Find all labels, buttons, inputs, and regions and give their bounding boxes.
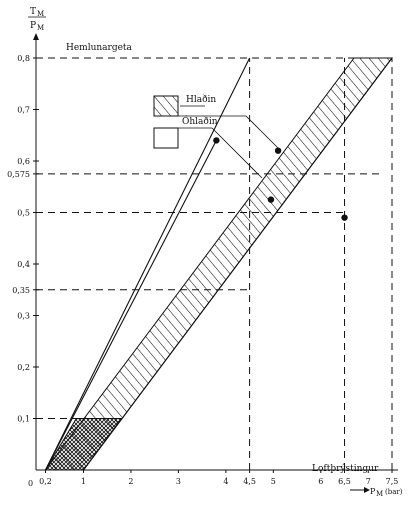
x-tick-label: 4 xyxy=(223,477,228,486)
origin-label: 0 xyxy=(28,479,33,488)
x-tick-label: 3 xyxy=(176,477,181,486)
y-tick-label: 0,7 xyxy=(17,106,30,115)
legend: Hlaðin Óhlaðin xyxy=(153,94,279,179)
legend-label-unloaded: Óhlaðin xyxy=(182,115,218,127)
brake-limit-label: Hemlunargeta xyxy=(66,43,133,53)
legend-leader-unloaded xyxy=(178,127,263,179)
x-tick-label: 2 xyxy=(128,477,133,486)
air-pressure-label: Loftþrýstingur xyxy=(312,463,379,474)
point-layer xyxy=(213,137,348,221)
x-tick-label: 7,5 xyxy=(386,477,399,486)
data-point-3 xyxy=(341,214,348,221)
x-tick-label: 6 xyxy=(318,477,323,486)
x-tick-label: 4,5 xyxy=(243,477,256,486)
legend-swatch-loaded xyxy=(153,95,179,117)
y-tick-label: 0,5 xyxy=(17,209,30,218)
series-line-1 xyxy=(83,57,393,471)
x-tick-label: 0,2 xyxy=(39,477,52,486)
y-label-top: T xyxy=(30,7,36,17)
y-tick-label: 0,35 xyxy=(12,286,30,295)
legend-swatch-unloaded xyxy=(153,127,179,149)
series-line-0 xyxy=(45,57,251,471)
y-label-top-sub: M xyxy=(37,10,44,18)
y-axis-arrow-icon xyxy=(33,33,39,40)
y-tick-label: 0,4 xyxy=(17,260,30,269)
y-tick-label: 0,3 xyxy=(17,312,30,321)
x-label-arrow-icon xyxy=(364,487,370,493)
y-tick-label: 0,1 xyxy=(17,415,30,424)
x-tick-label: 6,5 xyxy=(338,477,351,486)
y-label-bottom-sub: M xyxy=(37,24,44,32)
series-line-2 xyxy=(45,140,217,471)
data-point-0 xyxy=(213,137,220,144)
y-axis-label: T M P M xyxy=(28,7,46,32)
data-point-2 xyxy=(267,196,275,203)
band-unloaded xyxy=(44,418,123,471)
y-tick-label: 0,6 xyxy=(17,157,30,166)
x-label-unit: (bar) xyxy=(385,488,403,496)
data-point-1 xyxy=(274,147,282,154)
legend-label-loaded: Hlaðin xyxy=(186,94,216,105)
line-layer xyxy=(45,57,393,471)
x-axis-label: P M (bar) xyxy=(370,487,403,498)
legend-leader-loaded xyxy=(178,115,279,149)
tick-layer: 0,1 0,2 0,3 0,35 0,4 0,5 0,575 0,6 0,7 0,8 0,2 1 2 3 4… xyxy=(7,54,398,486)
x-tick-label: 1 xyxy=(81,477,86,486)
x-label-main: P xyxy=(370,487,376,496)
y-tick-label: 0,2 xyxy=(17,363,30,372)
y-tick-label: 0,8 xyxy=(17,54,30,63)
y-tick-label: 0,575 xyxy=(7,170,30,179)
x-tick-label: 7 xyxy=(366,477,371,486)
guide-layer xyxy=(36,57,393,470)
y-label-bottom: P xyxy=(30,21,36,31)
x-label-sub: M xyxy=(376,490,383,498)
x-tick-label: 5 xyxy=(271,477,276,486)
axes-layer xyxy=(33,33,398,493)
